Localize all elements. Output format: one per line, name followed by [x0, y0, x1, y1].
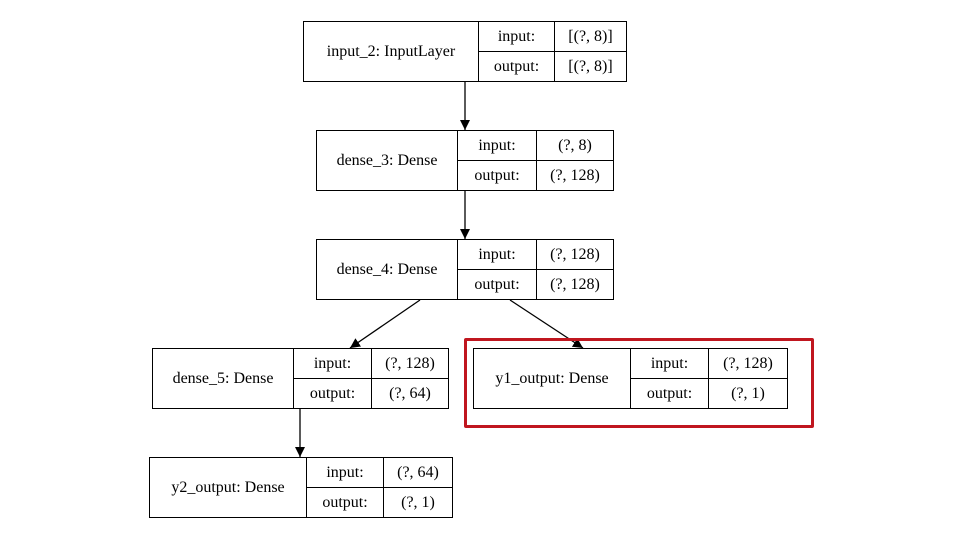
node-y2-output: y2_output: Dense input: (?, 64) output: (?… [149, 457, 453, 518]
input-label: input: [294, 349, 372, 378]
output-label: output: [458, 270, 537, 299]
output-shape: (?, 128) [550, 166, 600, 184]
edge-dense_4-to-dense_5 [349, 299, 421, 349]
input-shape: (?, 128) [723, 354, 773, 372]
layer-name: input_2: InputLayer [304, 22, 479, 81]
input-shape: (?, 128) [550, 245, 600, 263]
input-label: input: [479, 22, 555, 51]
output-shape: (?, 128) [550, 275, 600, 293]
layer-name: y2_output: Dense [150, 458, 307, 517]
highlight-box [464, 338, 814, 428]
output-label: output: [294, 379, 372, 408]
node-y1-output: y1_output: Dense input: (?, 128) output: (… [473, 348, 788, 409]
output-shape: (?, 64) [389, 384, 431, 402]
node-input-2: input_2: InputLayer input: [(?, 8)] outpu… [303, 21, 627, 82]
node-dense-4: dense_4: Dense input: (?, 128) output: (?,… [316, 239, 614, 300]
input-label: input: [458, 240, 537, 269]
input-label: input: [458, 131, 537, 160]
input-label: input: [631, 349, 709, 378]
layer-name: dense_4: Dense [317, 240, 458, 299]
input-shape: [(?, 8)] [568, 27, 613, 45]
input-shape: (?, 8) [558, 136, 592, 154]
layer-name: dense_5: Dense [153, 349, 294, 408]
output-shape: [(?, 8)] [568, 57, 613, 75]
output-label: output: [307, 488, 384, 517]
node-dense-5: dense_5: Dense input: (?, 128) output: (?,… [152, 348, 449, 409]
node-dense-3: dense_3: Dense input: (?, 8) output: (?, 1… [316, 130, 614, 191]
input-shape: (?, 64) [397, 463, 439, 481]
layer-name: dense_3: Dense [317, 131, 458, 190]
input-label: input: [307, 458, 384, 487]
output-label: output: [631, 379, 709, 408]
output-shape: (?, 1) [401, 493, 435, 511]
output-shape: (?, 1) [731, 384, 765, 402]
output-label: output: [458, 161, 537, 190]
output-label: output: [479, 52, 555, 81]
input-shape: (?, 128) [385, 354, 435, 372]
layer-name: y1_output: Dense [474, 349, 631, 408]
